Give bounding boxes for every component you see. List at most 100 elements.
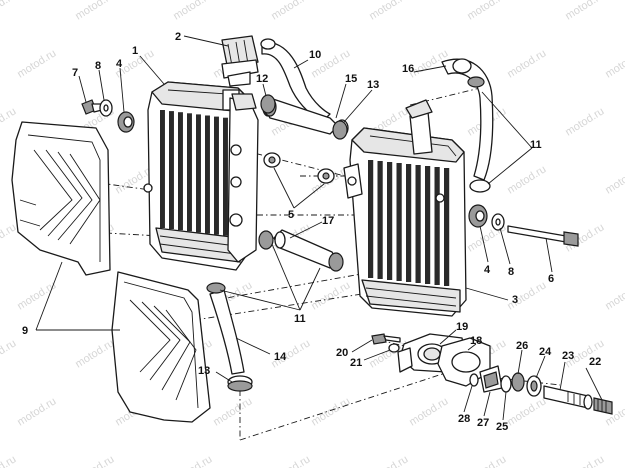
callout-24: 24 <box>539 346 552 358</box>
callout-2: 2 <box>175 31 181 43</box>
callout-25: 25 <box>496 421 508 433</box>
washer-8-right <box>491 213 505 231</box>
washer-21 <box>388 343 400 353</box>
radiator-fin <box>406 164 412 282</box>
right-radiator-fins <box>368 160 450 286</box>
radiator-fin <box>444 168 450 286</box>
radiator-fin <box>205 115 210 234</box>
callout-13-lower: 13 <box>198 365 210 377</box>
radiator-fin <box>187 113 192 232</box>
bolt-7 <box>81 99 103 115</box>
seal-26 <box>511 372 525 392</box>
radiator-fin <box>396 163 402 281</box>
watermark-text: motod.ru <box>465 0 508 23</box>
screw-20 <box>371 333 401 345</box>
watermark-text: motod.ru <box>309 279 352 312</box>
grommet-4-right <box>468 204 488 228</box>
callout-1: 1 <box>132 45 138 57</box>
watermark-text: motod.ru <box>465 453 508 468</box>
callout-13-upper: 13 <box>367 79 379 91</box>
radiator-fin <box>368 160 374 278</box>
watermark-text: motod.ru <box>603 279 625 312</box>
hose-clamp-12 <box>260 94 276 114</box>
watermark-text: motod.ru <box>73 453 116 468</box>
callout-28: 28 <box>458 413 470 425</box>
callout-17: 17 <box>322 215 334 227</box>
callout-3: 3 <box>512 294 518 306</box>
gear-22 <box>593 397 613 415</box>
lower-connecting-hose <box>258 229 344 272</box>
left-radiator <box>143 81 259 271</box>
radiator-fin <box>196 114 201 233</box>
radiator-fin <box>169 111 174 230</box>
radiator-cap <box>221 35 259 87</box>
callout-8-left: 8 <box>95 60 101 72</box>
watermark-text: motod.ru <box>269 453 312 468</box>
radiator-fin <box>223 117 228 236</box>
bottom-hose <box>206 282 253 392</box>
callout-10: 10 <box>309 49 321 61</box>
watermark-text: motod.ru <box>563 453 606 468</box>
watermark-text: motod.ru <box>603 163 625 196</box>
callout-21: 21 <box>350 357 362 369</box>
oring-28 <box>469 373 479 387</box>
watermark-text: motod.ru <box>603 47 625 80</box>
radiator-fin <box>434 167 440 285</box>
radiator-fin <box>415 165 421 283</box>
impeller-27 <box>479 365 503 393</box>
bolt-6 <box>507 225 579 247</box>
upper-radiator-hose <box>441 58 494 193</box>
watermark-text: motod.ru <box>0 105 18 138</box>
callout-22: 22 <box>589 356 601 368</box>
grommet-5-lower <box>317 168 335 184</box>
callout-14: 14 <box>274 351 287 363</box>
callout-11-lower: 11 <box>294 313 306 325</box>
callout-5: 5 <box>288 209 294 221</box>
watermark-text: motod.ru <box>73 0 116 23</box>
watermark-text: motod.ru <box>15 47 58 80</box>
watermark-text: motod.ru <box>15 279 58 312</box>
callout-4-right: 4 <box>484 264 491 276</box>
right-radiator <box>343 99 467 317</box>
radiator-fin <box>425 166 431 284</box>
watermark-text: motod.ru <box>171 453 214 468</box>
callout-27: 27 <box>477 417 489 429</box>
grommet-4-left <box>117 111 135 133</box>
radiator-fin <box>178 112 183 231</box>
callout-18: 18 <box>470 335 482 347</box>
watermark-text: motod.ru <box>0 221 18 254</box>
watermark-text: motod.ru <box>505 163 548 196</box>
watermark-text: motod.ru <box>0 453 18 468</box>
callout-6: 6 <box>548 273 554 285</box>
bearing-24 <box>526 375 542 397</box>
callout-11-upper: 11 <box>530 139 542 151</box>
pump-shaft-23 <box>543 385 593 410</box>
callout-20: 20 <box>336 347 348 359</box>
watermark-text: motod.ru <box>407 395 450 428</box>
watermark-text: motod.ru <box>367 453 410 468</box>
radiator-fin <box>214 116 219 235</box>
watermark-text: motod.ru <box>0 337 18 370</box>
seal-25 <box>500 375 512 393</box>
watermark-text: motod.ru <box>505 47 548 80</box>
watermark-text: motod.ru <box>563 105 606 138</box>
hose-clamp-13-upper <box>332 120 348 140</box>
washer-8-left <box>99 99 113 117</box>
left-radiator-fins <box>160 110 228 236</box>
callout-labels: 1 2 3 4 4 5 6 7 8 8 9 10 11 11 12 13 13 … <box>22 31 601 433</box>
leader-lines <box>35 35 603 421</box>
callout-19: 19 <box>456 321 468 333</box>
watermark-text: motod.ru <box>367 0 410 23</box>
watermark-text: motod.ru <box>269 0 312 23</box>
watermark-text: motod.ru <box>211 395 254 428</box>
radiator-fin <box>160 110 165 228</box>
callout-12: 12 <box>256 73 268 85</box>
radiator-fin <box>387 162 393 280</box>
callout-4-left: 4 <box>116 58 123 70</box>
callout-16: 16 <box>402 63 414 75</box>
callout-23: 23 <box>562 350 574 362</box>
watermark-text: motod.ru <box>15 395 58 428</box>
radiator-shroud-lower <box>111 271 211 423</box>
callout-9: 9 <box>22 325 28 337</box>
